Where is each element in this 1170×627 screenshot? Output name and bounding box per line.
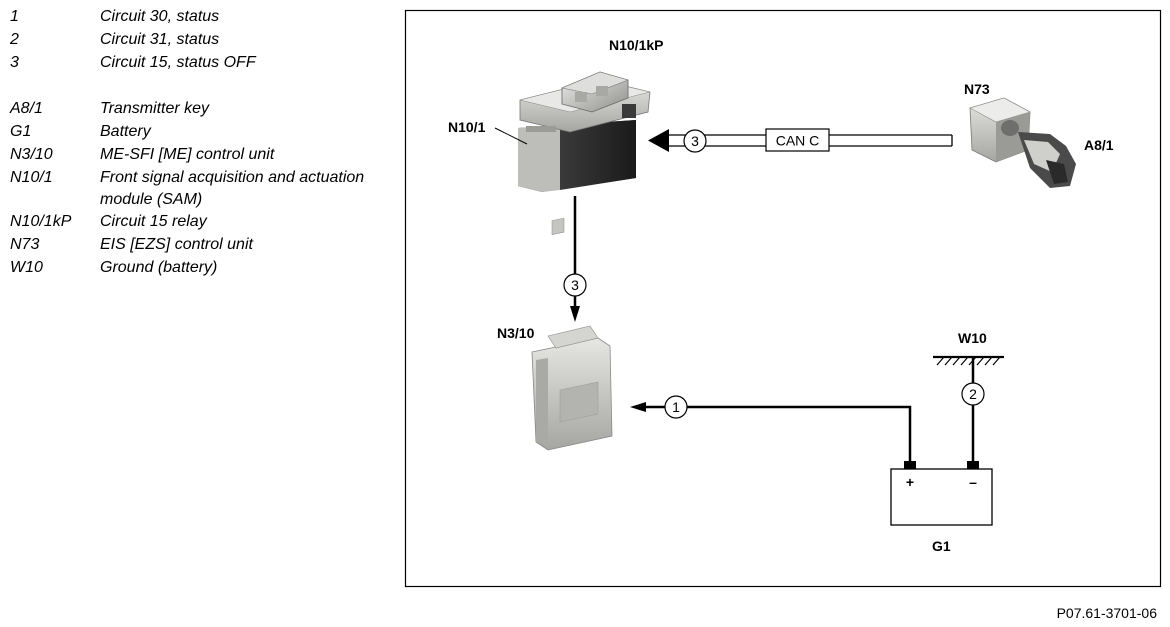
me-control-unit-illustration — [531, 217, 613, 451]
sam-module-illustration — [518, 71, 651, 192]
circuit-marker-vertical — [563, 273, 587, 297]
circuit-marker-plus — [664, 395, 688, 419]
circuit-marker-vertical-text: 3 — [571, 277, 579, 293]
transmitter-key-illustration — [1018, 132, 1076, 188]
legend-desc: EIS [EZS] control unit — [100, 236, 253, 253]
label-g1: G1 — [932, 538, 951, 554]
legend-desc: Battery — [100, 123, 151, 140]
legend-code: N10/1kP — [10, 213, 72, 230]
label-n10-1kp: N10/1kP — [609, 37, 663, 53]
circuit-marker-ground-text: 2 — [969, 386, 977, 402]
circuit-marker-can-text: 3 — [691, 133, 699, 149]
legend-desc: Transmitter key — [100, 100, 210, 117]
label-a8-1: A8/1 — [1084, 137, 1114, 153]
diagram-frame — [404, 9, 1162, 588]
label-w10: W10 — [958, 330, 987, 346]
legend-code: W10 — [10, 259, 43, 276]
ground-symbol — [933, 355, 1004, 366]
circuit30-line — [645, 405, 912, 462]
eis-unit-illustration — [969, 97, 1031, 163]
can-label: CAN C — [776, 133, 820, 149]
circuit30-arrowhead — [630, 402, 646, 412]
legend-desc: Ground (battery) — [100, 259, 218, 276]
legend-code: N3/10 — [10, 146, 53, 163]
battery-plus-terminal: + — [906, 474, 914, 490]
leader-n10-1 — [494, 127, 528, 145]
circuit15-arrowhead — [570, 306, 580, 322]
legend-code: N73 — [10, 236, 40, 253]
legend-code: A8/1 — [10, 100, 43, 117]
legend-code: 1 — [10, 8, 19, 25]
legend-code: 2 — [10, 31, 19, 48]
circuit-marker-ground — [961, 382, 985, 406]
label-n73: N73 — [964, 81, 990, 97]
legend-desc: Circuit 30, status — [100, 8, 220, 25]
legend-desc: Circuit 15 relay — [100, 213, 207, 230]
figure-reference: P07.61-3701-06 — [1056, 605, 1157, 621]
battery-symbol — [890, 461, 993, 526]
legend-desc: Circuit 31, status — [100, 31, 220, 48]
legend-desc: Front signal acquisition and actuation m… — [100, 169, 365, 208]
legend-desc: ME-SFI [ME] control unit — [100, 146, 275, 163]
can-arrowhead — [648, 129, 669, 152]
battery-minus-terminal: – — [969, 474, 977, 490]
legend-code: 3 — [10, 54, 19, 71]
legend-desc: Circuit 15, status OFF — [100, 54, 256, 71]
circuit-marker-can — [683, 129, 707, 153]
legend-code: N10/1 — [10, 169, 53, 186]
can-label-box — [765, 128, 830, 152]
legend-code: G1 — [10, 123, 32, 140]
label-n3-10: N3/10 — [497, 325, 535, 341]
circuit-marker-plus-text: 1 — [672, 399, 680, 415]
label-n10-1: N10/1 — [448, 119, 486, 135]
